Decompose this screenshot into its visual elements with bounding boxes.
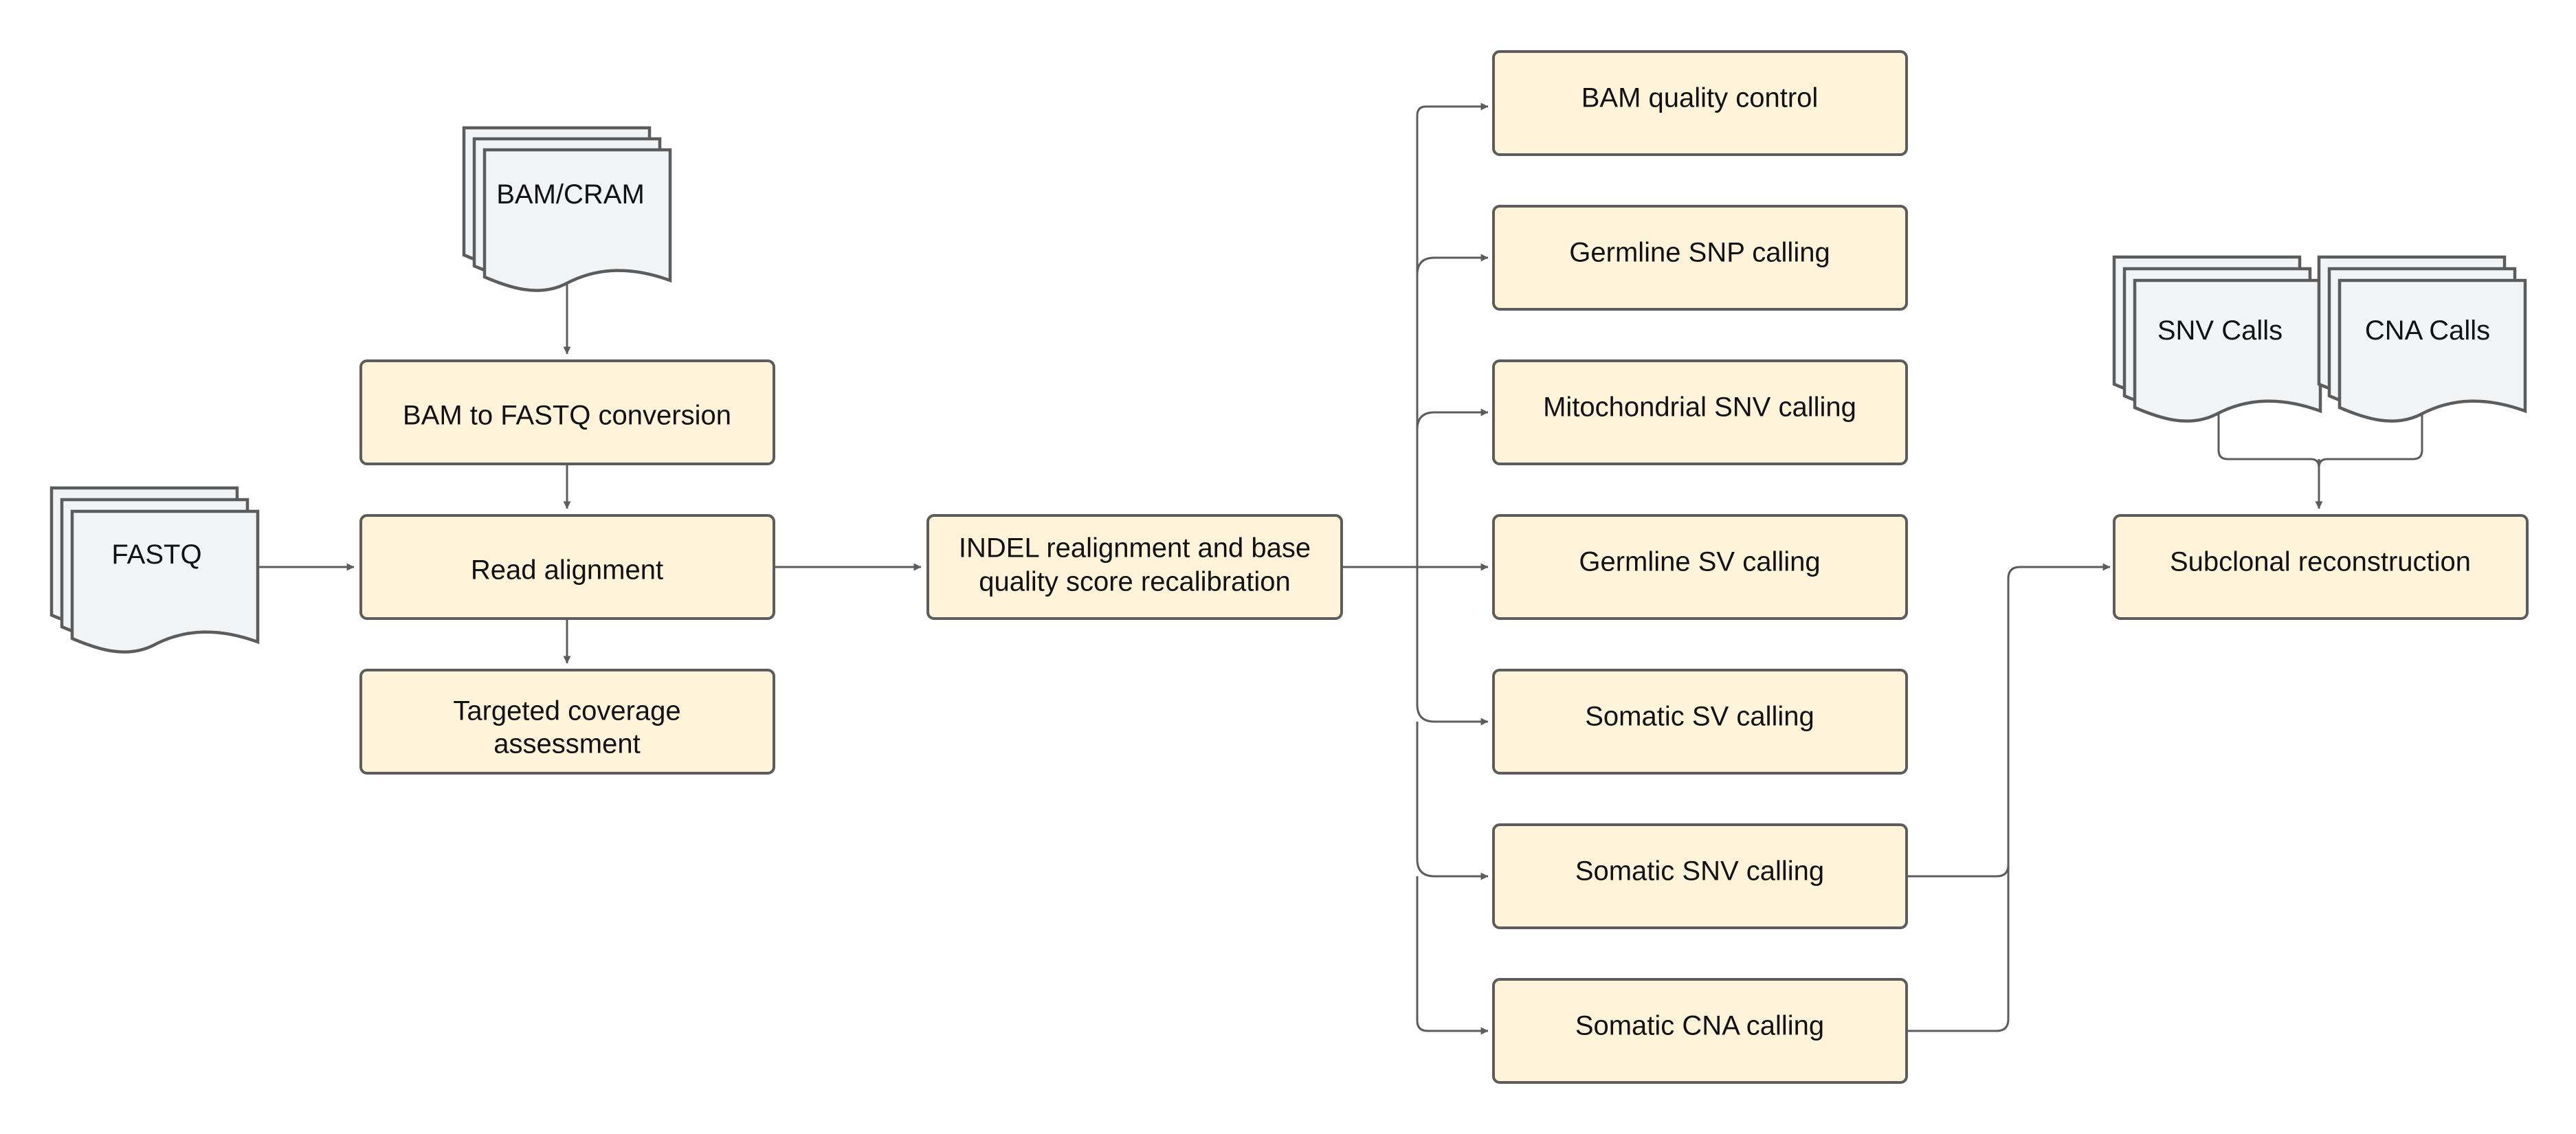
- somatic-cna-label: Somatic CNA calling: [1575, 1011, 1824, 1041]
- somatic-snv-label: Somatic SNV calling: [1575, 856, 1824, 887]
- edge-indel-to-somatic-cna: [1416, 876, 1489, 1035]
- indel-realignment-line-1: INDEL realignment and base: [959, 533, 1311, 564]
- targeted-coverage-box: Targeted coverage assessment: [359, 669, 775, 775]
- indel-realignment-box: INDEL realignment and base quality score…: [926, 514, 1343, 620]
- germline-sv-box: Germline SV calling: [1492, 514, 1908, 620]
- germline-snp-box: Germline SNP calling: [1492, 205, 1908, 311]
- targeted-coverage-line-2: assessment: [493, 729, 640, 759]
- snv-calls-label: SNV Calls: [2157, 315, 2283, 346]
- snv-calls-document: SNV Calls: [2114, 257, 2320, 421]
- germline-sv-label: Germline SV calling: [1579, 547, 1820, 577]
- bam-qc-box: BAM quality control: [1492, 50, 1908, 156]
- subclonal-label: Subclonal reconstruction: [2170, 547, 2471, 577]
- edge-snv-calls-to-subclonal: [2217, 405, 2320, 468]
- fastq-label: FASTQ: [111, 540, 201, 570]
- indel-realignment-line-2: quality score recalibration: [979, 567, 1291, 597]
- bam-cram-document: BAM/CRAM: [464, 128, 670, 291]
- subclonal-box: Subclonal reconstruction: [2113, 514, 2529, 620]
- somatic-cna-box: Somatic CNA calling: [1492, 978, 1908, 1084]
- cna-calls-document: CNA Calls: [2319, 257, 2525, 421]
- somatic-snv-box: Somatic SNV calling: [1492, 823, 1908, 929]
- edge-somatic-cna-to-subclonal: [1907, 865, 2010, 1032]
- bam-qc-label: BAM quality control: [1581, 83, 1819, 113]
- bam-cram-label: BAM/CRAM: [496, 179, 645, 210]
- bam-to-fastq-box: BAM to FASTQ conversion: [359, 359, 775, 465]
- edge-indel-to-germline-snp: [1416, 254, 1489, 276]
- fastq-document: FASTQ: [52, 488, 258, 652]
- connectors: [258, 102, 2423, 1035]
- bam-to-fastq-label: BAM to FASTQ conversion: [403, 401, 731, 431]
- edge-indel-to-mito-snv: [1416, 408, 1489, 430]
- read-alignment-label: Read alignment: [471, 555, 663, 586]
- edge-somatic-snv-to-subclonal: [1907, 563, 2111, 878]
- edge-indel-to-somatic-sv: [1416, 567, 1489, 726]
- cna-calls-label: CNA Calls: [2365, 315, 2490, 346]
- read-alignment-box: Read alignment: [359, 514, 775, 620]
- somatic-sv-label: Somatic SV calling: [1585, 702, 1814, 732]
- germline-snp-label: Germline SNP calling: [1569, 238, 1830, 268]
- mito-snv-label: Mitochondrial SNV calling: [1543, 392, 1856, 423]
- mito-snv-box: Mitochondrial SNV calling: [1492, 359, 1908, 465]
- edge-indel-to-somatic-snv: [1416, 722, 1489, 880]
- edge-indel-to-bam-qc: [1342, 102, 1489, 568]
- targeted-coverage-line-1: Targeted coverage: [453, 696, 680, 726]
- somatic-sv-box: Somatic SV calling: [1492, 669, 1908, 775]
